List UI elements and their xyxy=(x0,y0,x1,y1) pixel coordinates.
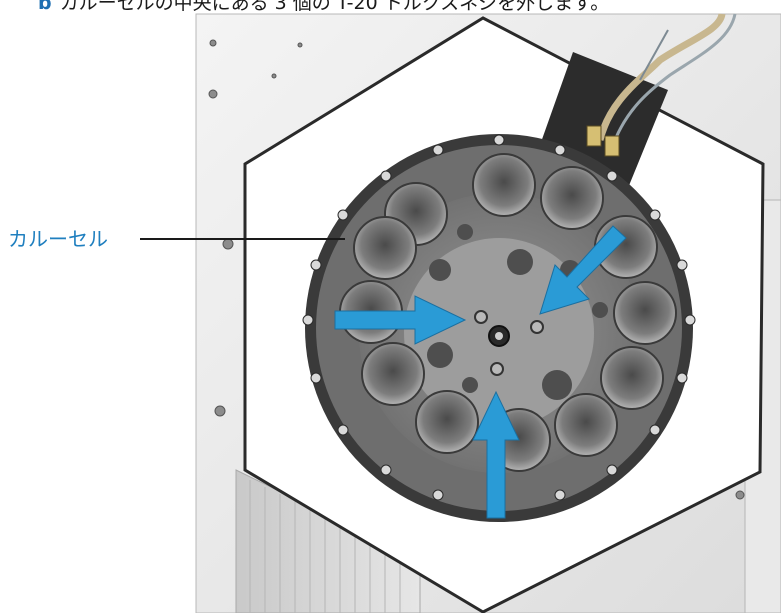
instruction-line: b カルーセルの中央にある 3 個の T-20 トルクスネジを外します。 xyxy=(38,0,609,15)
arrows xyxy=(334,225,627,519)
instruction-text: カルーセルの中央にある 3 個の T-20 トルクスネジを外します。 xyxy=(59,0,610,14)
carousel-label: カルーセル xyxy=(8,227,108,251)
torx-screw-left xyxy=(474,310,488,324)
carousel xyxy=(302,134,696,522)
arrow-right-icon xyxy=(334,295,467,345)
callout-leader-line xyxy=(140,238,345,240)
arrow-down-left-icon xyxy=(539,225,627,315)
torx-screw-right xyxy=(530,320,544,334)
torx-screws xyxy=(474,310,544,376)
arrow-up-icon xyxy=(472,390,520,519)
torx-screw-bottom xyxy=(490,362,504,376)
step-letter: b xyxy=(38,0,52,14)
